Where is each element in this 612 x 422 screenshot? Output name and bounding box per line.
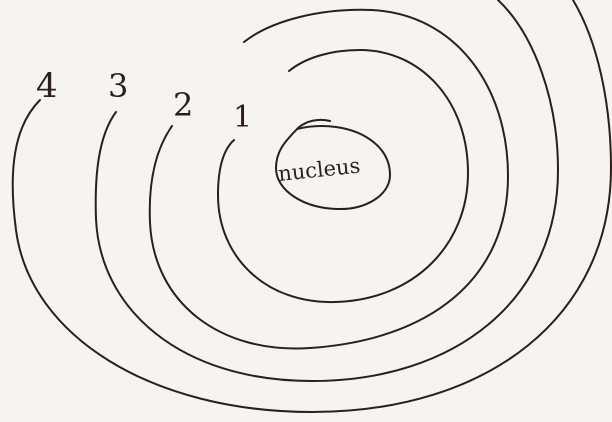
shell-label-2: 2 [173, 86, 193, 124]
nucleus-label: nucleus [277, 154, 361, 186]
nucleus: nucleus [276, 120, 390, 209]
shell-label-4: 4 [36, 66, 58, 106]
shell-label-1: 1 [233, 100, 252, 135]
shell-3 [96, 0, 558, 381]
shell-label-3: 3 [108, 67, 128, 105]
